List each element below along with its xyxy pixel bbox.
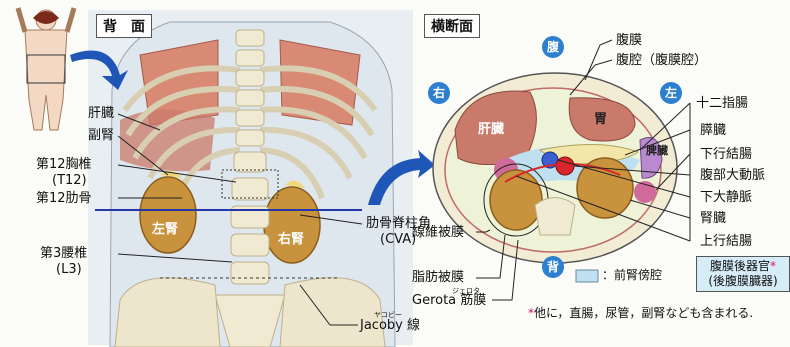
footnote: *他に，直腸，尿管，副腎なども含まれる. (528, 306, 753, 321)
left-kidney-label: 左腎 (152, 218, 178, 237)
label-cva-abbrev: (CVA) (380, 232, 416, 247)
label-rib12: 第12肋骨 (36, 191, 92, 206)
pararenal-legend-swatch (576, 270, 598, 282)
spleen-section-label: 脾臓 (646, 142, 668, 158)
label-gerota: Gerota 筋膜 (412, 293, 486, 308)
label-l3-abbrev: (L3) (56, 262, 82, 277)
pelvis-left (115, 278, 220, 347)
left-kidney-back (140, 177, 196, 253)
label-ivc: 下大静脈 (700, 190, 752, 205)
legend-pararenal: ：前腎傍腔 (602, 268, 662, 283)
label-duodenum: 十二指腸 (696, 96, 748, 111)
vertebra-section (535, 198, 575, 236)
back-view-title: 背 面 (96, 14, 152, 38)
label-kidney: 腎臓 (700, 211, 726, 226)
label-jacoby: Jacoby 線 (360, 318, 420, 333)
label-fibrous-capsule: 線維被膜 (412, 225, 464, 240)
direction-left: 左 (660, 82, 682, 104)
label-descending-colon: 下行結腸 (700, 147, 752, 162)
stomach-section-label: 胃 (594, 108, 607, 127)
label-t12-abbrev: (T12) (52, 173, 87, 188)
label-adrenal: 副腎 (88, 128, 114, 143)
label-pancreas: 膵臓 (700, 123, 726, 138)
kidney-right-section (490, 170, 542, 230)
label-peritoneal-cavity: 腹腔（腹膜腔） (616, 53, 707, 68)
label-l3: 第3腰椎 (40, 246, 87, 261)
direction-right: 右 (428, 82, 450, 104)
right-kidney-label: 右腎 (278, 228, 304, 247)
label-ascending-colon: 上行結腸 (700, 234, 752, 249)
retroperitoneal-line1: 腹膜後器官* (701, 259, 785, 274)
direction-back: 背 (542, 256, 564, 278)
label-t12: 第12胸椎 (36, 157, 92, 172)
cross-section-title: 横断面 (424, 14, 480, 38)
direction-front: 腹 (542, 36, 564, 58)
label-liver: 肝臓 (88, 106, 114, 121)
label-peritoneum: 腹膜 (616, 33, 642, 48)
human-figure-icon (18, 8, 74, 130)
retroperitoneal-box: 腹膜後器官* (後腹膜臓器) (696, 256, 790, 292)
liver-section-label: 肝臓 (478, 118, 504, 137)
label-fat-capsule: 脂肪被膜 (412, 270, 464, 285)
label-aorta: 腹部大動脈 (700, 168, 765, 183)
pelvis-right (280, 278, 385, 347)
retroperitoneal-line2: (後腹膜臓器) (701, 274, 785, 289)
